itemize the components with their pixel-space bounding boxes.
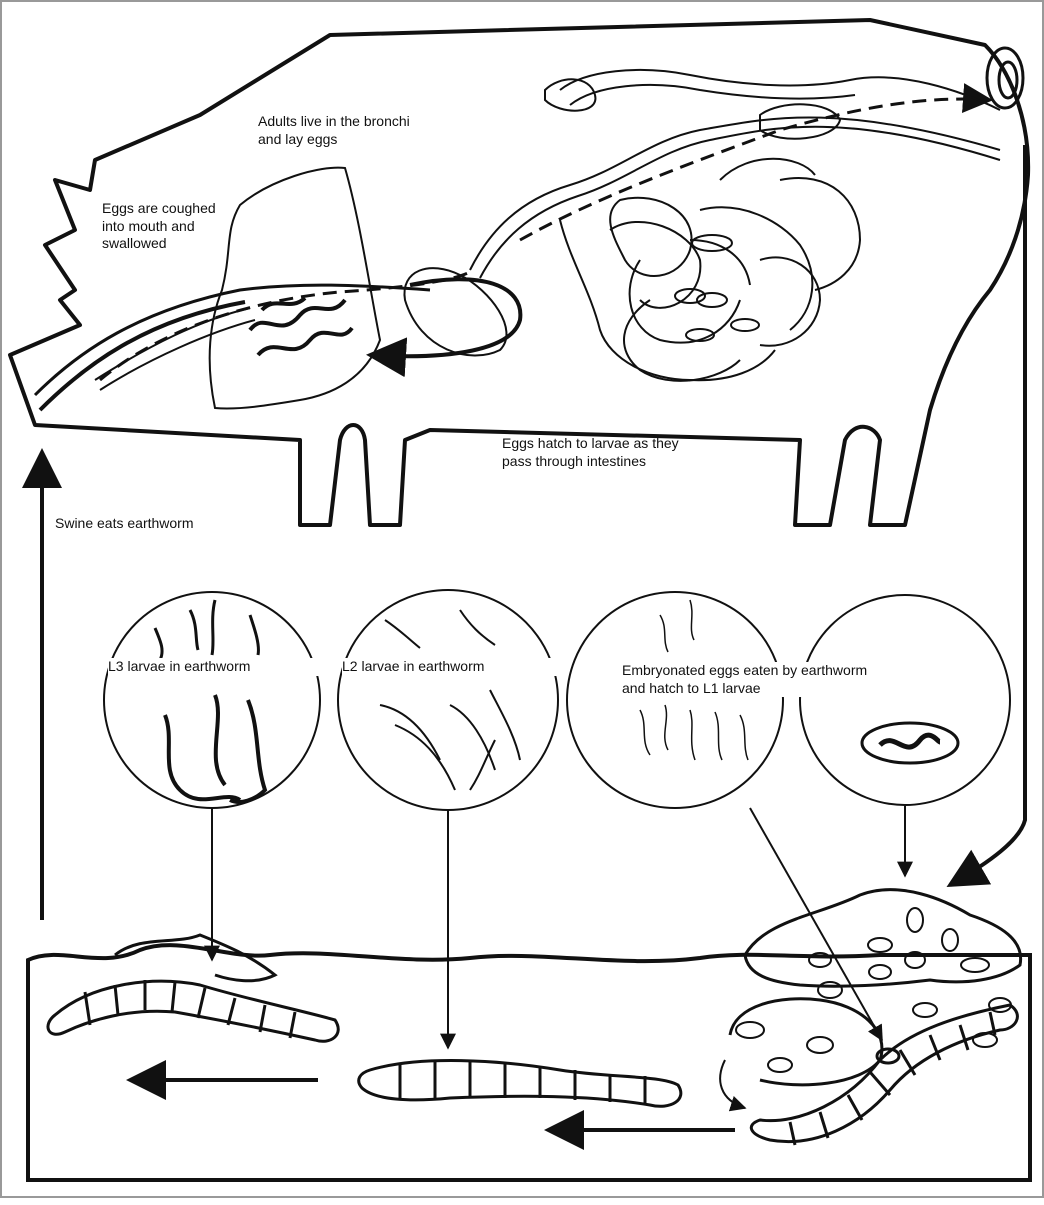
embryonated-egg-icon — [860, 721, 960, 765]
egg-hatch-diagonal-arrow — [749, 807, 883, 1042]
label-swine-eats: Swine eats earthworm — [55, 515, 194, 531]
pig-outline — [8, 18, 1031, 527]
earthworm-icon-left — [46, 979, 340, 1043]
larva-circle-l2 — [337, 589, 559, 811]
label-l2-larvae: L2 larvae in earthworm — [342, 658, 562, 676]
adult-worms-in-bronchi — [248, 296, 354, 357]
earthworm-icon-middle — [357, 1059, 683, 1108]
egg-circle — [799, 594, 1011, 806]
feces-pile — [743, 888, 1023, 988]
label-embryonated-eggs: Embryonated eggs eaten by earthworm and … — [622, 662, 967, 697]
intestines — [469, 69, 1001, 382]
label-eggs-coughed: Eggs are coughed into mouth and swallowe… — [102, 200, 216, 251]
feces-pile-lower — [728, 997, 884, 1087]
label-adults-bronchi: Adults live in the bronchi and lay eggs — [258, 113, 410, 147]
trachea-esophagus — [33, 283, 431, 412]
stomach — [403, 267, 508, 357]
soil-mound-left — [114, 933, 278, 983]
feces-down-arrow — [946, 145, 1027, 887]
egg-icon-cluster — [735, 907, 1012, 1073]
swallow-arrow — [366, 277, 523, 378]
soil-curved-arrow — [719, 1059, 747, 1112]
ground-box — [26, 943, 1032, 1182]
earthworm-icon-right — [749, 1003, 1019, 1146]
intestine-loops — [674, 234, 760, 342]
larva-circle-l3 — [103, 591, 321, 809]
label-l3-larvae: L3 larvae in earthworm — [108, 658, 328, 676]
label-eggs-hatch: Eggs hatch to larvae as they pass throug… — [502, 435, 679, 469]
pig-tail — [985, 46, 1025, 110]
egg-hatch-circle — [566, 591, 784, 809]
intestine-dashed-path — [519, 83, 993, 242]
